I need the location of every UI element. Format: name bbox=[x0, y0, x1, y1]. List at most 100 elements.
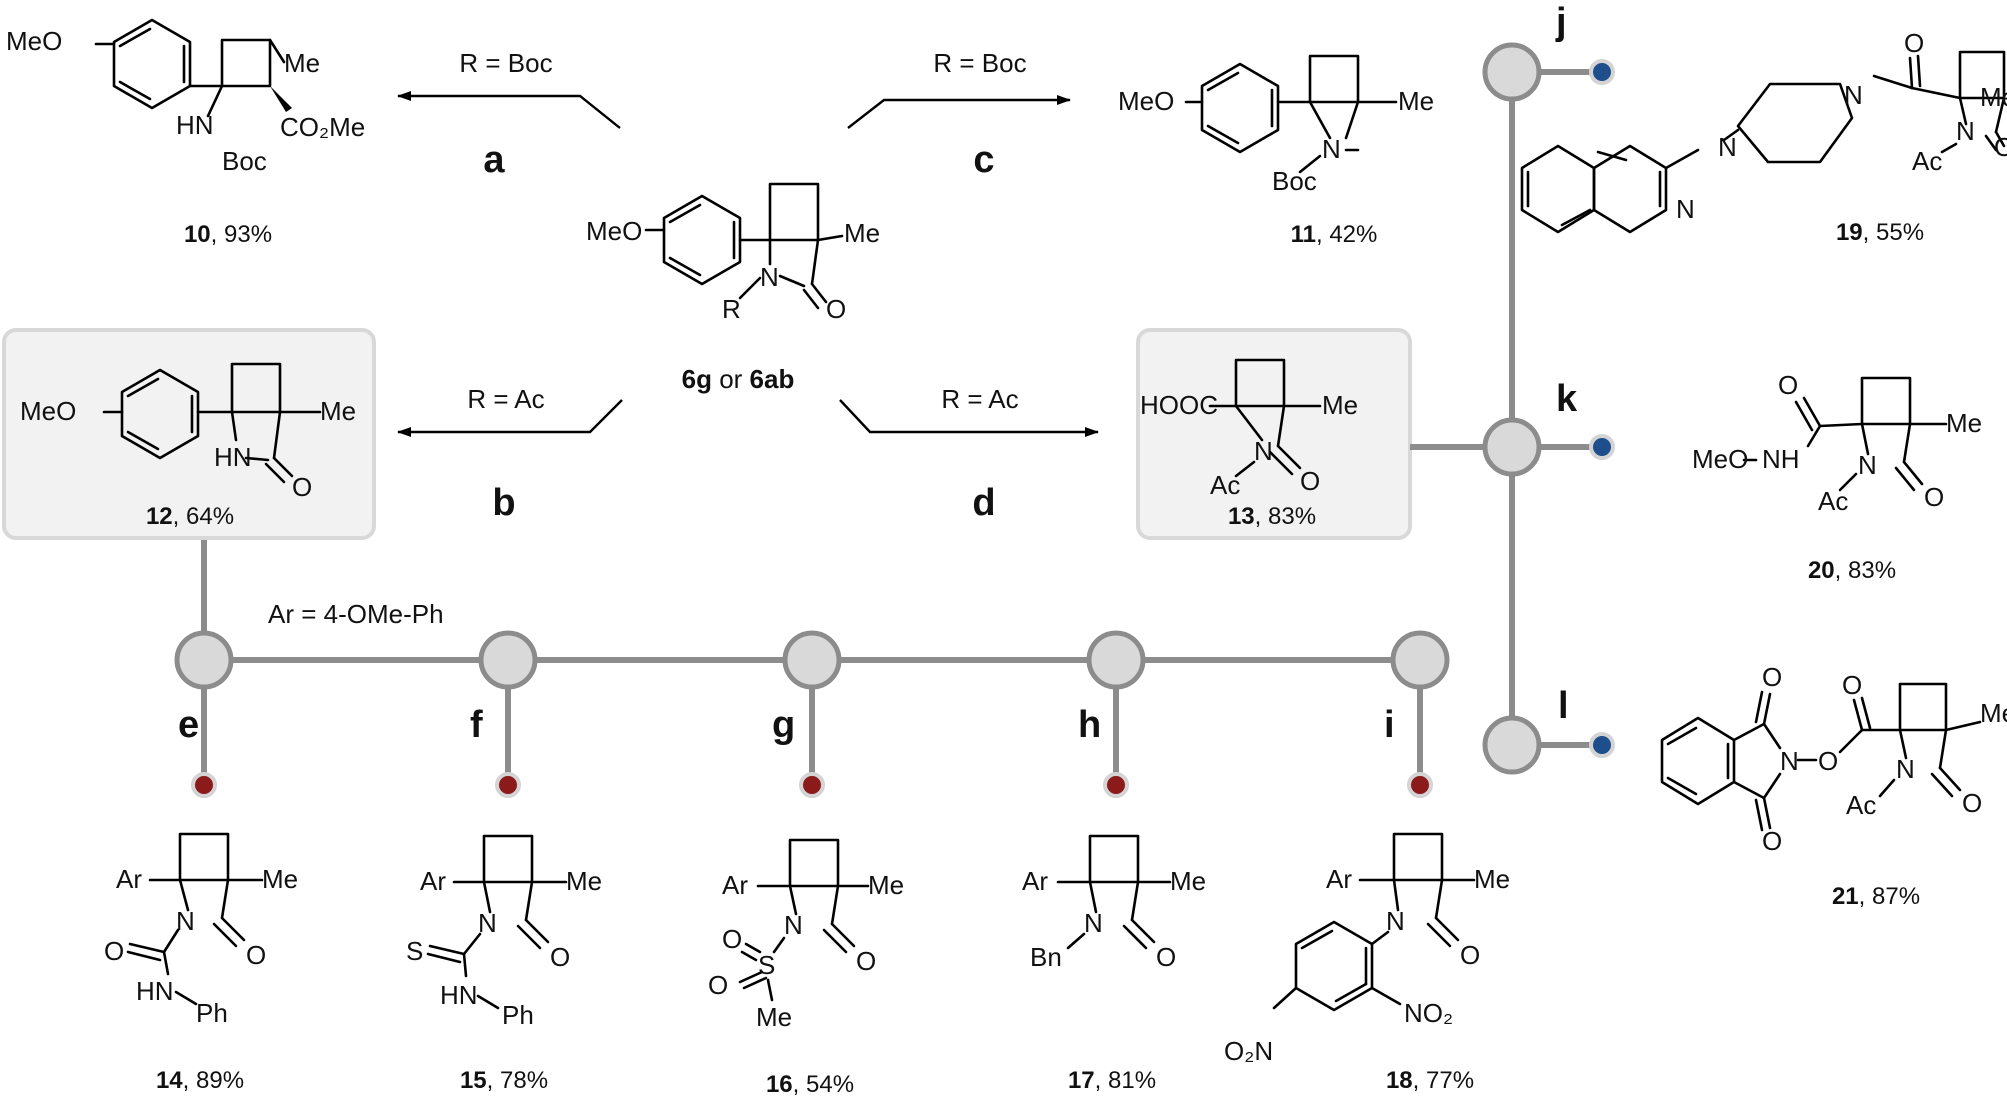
atom-ph: Ph bbox=[196, 998, 228, 1028]
step-e: e bbox=[178, 704, 199, 746]
atom-n: N bbox=[760, 262, 779, 292]
atom-me: Me bbox=[1322, 390, 1358, 420]
atom-o2: O bbox=[1762, 826, 1782, 856]
dot-l bbox=[1589, 732, 1615, 758]
atom-n: N bbox=[1254, 436, 1273, 466]
atom-o: O bbox=[1460, 940, 1480, 970]
atom-ar: Ar bbox=[1326, 864, 1352, 894]
compound-central: MeO Me N O R 6g or 6ab bbox=[586, 182, 880, 394]
atom-me2: Me bbox=[756, 1002, 792, 1032]
caption-14: 14, 89% bbox=[156, 1067, 244, 1094]
atom-ac: Ac bbox=[1846, 790, 1876, 820]
dot-f bbox=[495, 772, 521, 798]
atom-r: R bbox=[722, 294, 741, 324]
compound-12: MeO Me HN O 12, 64% bbox=[20, 362, 356, 530]
atom-o3: O bbox=[1842, 670, 1862, 700]
atom-o: O bbox=[1904, 28, 1924, 58]
atom-n: N bbox=[784, 910, 803, 940]
atom-o2: O bbox=[1994, 132, 2007, 162]
atom-o: O bbox=[826, 294, 846, 324]
compound-20: O Me NH MeO N O Ac 20, 83% bbox=[1692, 370, 1982, 584]
step-j: j bbox=[1555, 1, 1567, 43]
node-g bbox=[782, 630, 842, 690]
compound-21: O O N O O Me N O Ac 21, 87% bbox=[1660, 662, 2007, 910]
atom-bn: Bn bbox=[1030, 942, 1062, 972]
caption-6g: 6g bbox=[682, 364, 712, 394]
caption-13: 13, 83% bbox=[1228, 503, 1316, 530]
arrow-d: R = Ac d bbox=[839, 384, 1099, 524]
dot-i bbox=[1407, 772, 1433, 798]
atom-me: Me bbox=[284, 48, 320, 78]
node-h bbox=[1086, 630, 1146, 690]
caption-19: 19, 55% bbox=[1836, 219, 1924, 246]
arrow-c: R = Boc c bbox=[847, 48, 1071, 181]
node-e bbox=[174, 630, 234, 690]
atom-o1: O bbox=[1762, 662, 1782, 692]
atom-ac: Ac bbox=[1912, 146, 1942, 176]
node-i bbox=[1390, 630, 1450, 690]
compound-18: Ar Me N O NO₂ O₂N 18, 77% bbox=[1224, 832, 1510, 1094]
compound-10: MeO Me HN Boc CO₂Me 10, 93% bbox=[6, 18, 365, 248]
atom-me: Me bbox=[1474, 864, 1510, 894]
atom-me: Me bbox=[868, 870, 904, 900]
arrow-d-step: d bbox=[972, 482, 995, 524]
compound-15: Ar Me N O S HN Ph 15, 78% bbox=[406, 834, 602, 1094]
arrow-a-step: a bbox=[483, 139, 505, 181]
atom-o: O bbox=[1156, 942, 1176, 972]
atom-o: O bbox=[856, 946, 876, 976]
step-h: h bbox=[1078, 704, 1101, 746]
atom-nh: HN bbox=[440, 980, 478, 1010]
atom-s: S bbox=[758, 950, 775, 980]
atom-n: N bbox=[1956, 116, 1975, 146]
caption-11: 11, 42% bbox=[1291, 221, 1378, 248]
caption-10: 10, 93% bbox=[184, 221, 272, 248]
atom-o2: O bbox=[708, 970, 728, 1000]
atom-ar: Ar bbox=[116, 864, 142, 894]
compound-13: HOOC Me N O Ac 13, 83% bbox=[1140, 358, 1358, 530]
central-caption: 6g or 6ab bbox=[682, 364, 795, 394]
atom-nq: N bbox=[1676, 194, 1695, 224]
caption-21: 21, 87% bbox=[1832, 883, 1920, 910]
atom-no2b: O₂N bbox=[1224, 1036, 1273, 1066]
step-i: i bbox=[1384, 704, 1395, 746]
ar-definition: Ar = 4-OMe-Ph bbox=[268, 599, 444, 629]
compound-14: Ar Me N O O HN Ph 14, 89% bbox=[104, 832, 298, 1094]
dot-k bbox=[1589, 434, 1615, 460]
highlight-box-12 bbox=[2, 328, 376, 540]
atom-nh: HN bbox=[136, 976, 174, 1006]
atom-n: N bbox=[176, 906, 195, 936]
atom-ph: Ph bbox=[502, 1000, 534, 1030]
atom-acid: HOOC bbox=[1140, 390, 1218, 420]
atom-me: Me bbox=[844, 218, 880, 248]
atom-nh: NH bbox=[1762, 444, 1800, 474]
atom-n: N bbox=[1386, 906, 1405, 936]
atom-me: Me bbox=[566, 866, 602, 896]
arrow-c-condition: R = Boc bbox=[933, 48, 1026, 78]
atom-ob: O bbox=[1962, 788, 1982, 818]
compound-11: MeO Me N Boc 11, 42% bbox=[1118, 54, 1434, 248]
atom-ac: Ac bbox=[1210, 470, 1240, 500]
atom-ar: Ar bbox=[1022, 866, 1048, 896]
atom-ar: Ar bbox=[420, 866, 446, 896]
atom-no2a: NO₂ bbox=[1404, 998, 1453, 1028]
caption-17: 17, 81% bbox=[1068, 1067, 1156, 1094]
atom-meo: MeO bbox=[586, 216, 642, 246]
atom-n: N bbox=[1780, 746, 1799, 776]
atom-o: O bbox=[1300, 466, 1320, 496]
caption-6ab: 6ab bbox=[750, 364, 795, 394]
dot-e bbox=[191, 772, 217, 798]
step-g: g bbox=[772, 704, 795, 746]
arrow-a-condition: R = Boc bbox=[459, 48, 552, 78]
atom-n: N bbox=[478, 908, 497, 938]
atom-ester: CO₂Me bbox=[280, 112, 365, 142]
atom-me: Me bbox=[1946, 408, 1982, 438]
atom-n: N bbox=[1858, 450, 1877, 480]
compound-16: Ar Me N O S O O Me 16, 54% bbox=[708, 838, 904, 1097]
atom-npip2: N bbox=[1718, 132, 1737, 162]
atom-o1: O bbox=[722, 924, 742, 954]
caption-15: 15, 78% bbox=[460, 1067, 548, 1094]
atom-me: Me bbox=[1398, 86, 1434, 116]
atom-meo: MeO bbox=[1118, 86, 1174, 116]
caption-12: 12, 64% bbox=[146, 503, 234, 530]
step-l: l bbox=[1558, 685, 1569, 727]
